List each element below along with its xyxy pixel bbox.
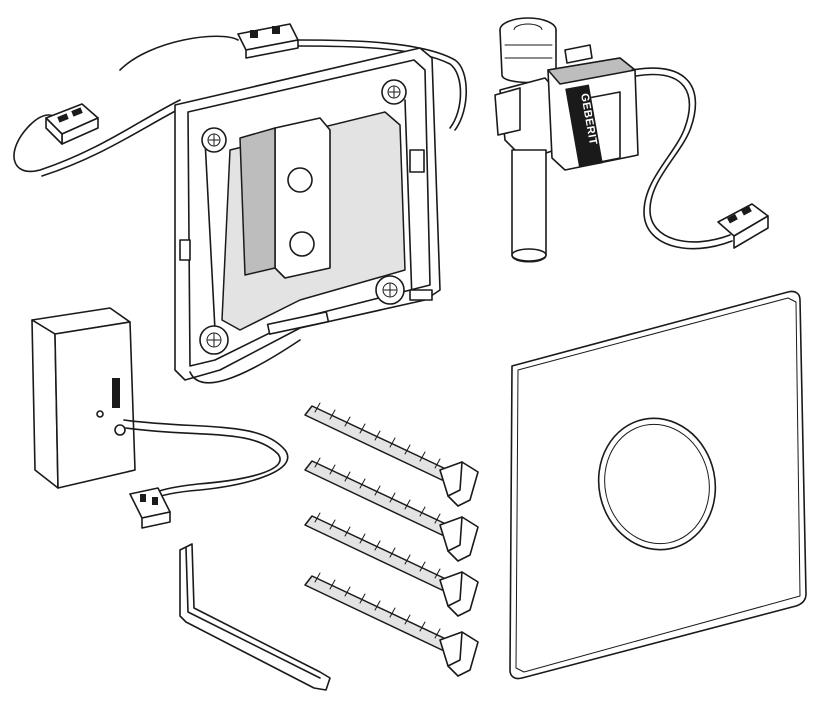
allen-key [179, 543, 331, 691]
frame-screw-tr [381, 79, 407, 105]
fixing-screw-4 [304, 572, 479, 677]
cover-plate [509, 290, 807, 680]
module-connector [129, 487, 171, 529]
fixing-screw-2 [304, 457, 479, 562]
cable-connector-right [717, 203, 769, 249]
frame-screw-br [375, 275, 405, 305]
frame-center-block [239, 117, 331, 279]
power-module [31, 307, 289, 529]
fixing-screw-1 [304, 402, 479, 507]
frame-screw-bl [199, 325, 229, 355]
solenoid-box: GEBERIT [547, 44, 639, 171]
cable-connector-top [237, 23, 468, 131]
fixing-screw-3 [304, 512, 479, 617]
frame-screw-tl [201, 127, 227, 153]
solenoid-valve: GEBERIT [494, 17, 769, 263]
cable-connector-left [45, 103, 99, 145]
fixing-screws [304, 402, 479, 677]
mounting-frame [13, 23, 468, 384]
